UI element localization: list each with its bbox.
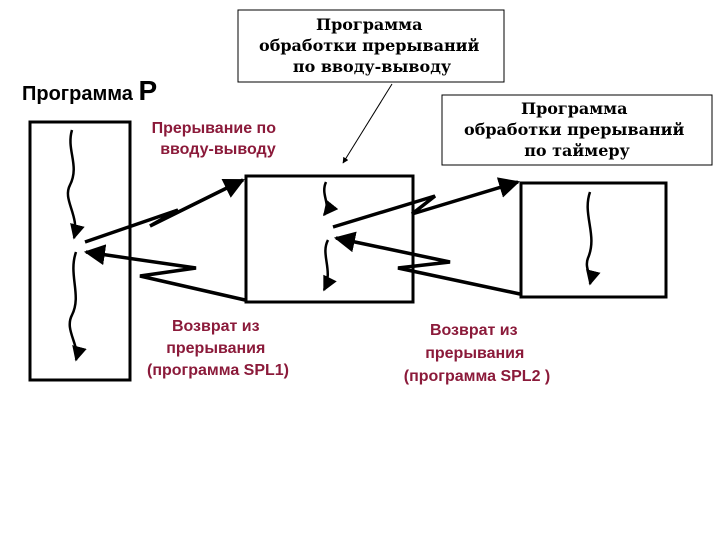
- io-interrupt-label: Прерывание по вводу-выводу: [152, 120, 281, 158]
- io-handler-label-box: [237, 9, 505, 83]
- return-spl1-line-2: прерывания: [166, 340, 265, 357]
- timer-interrupt-arrow: [332, 177, 521, 229]
- return-spl2-line-3: (программа SPL2 ): [404, 368, 550, 385]
- io-interrupt-line-1: Прерывание по: [152, 120, 277, 137]
- return-spl2-label: Возврат из прерывания (программа SPL2 ): [404, 322, 550, 385]
- timer-handler-line-3: по таймеру: [524, 141, 630, 160]
- return-spl2-line-2: прерывания: [425, 345, 524, 362]
- program-p-flow-lower: [68, 251, 87, 362]
- io-interrupt-line-2: вводу-выводу: [160, 141, 276, 158]
- io-handler-line-2: обработки прерываний: [259, 36, 480, 55]
- program-p-box: [28, 120, 132, 382]
- program-p-title: Программа P: [22, 75, 157, 106]
- return-spl1-arrow: [83, 244, 246, 302]
- return-spl1-label: Возврат из прерывания (программа SPL1): [147, 318, 289, 379]
- io-handler-box: [244, 174, 415, 304]
- timer-handler-line-2: обработки прерываний: [464, 120, 685, 139]
- return-spl1-line-3: (программа SPL1): [147, 362, 289, 379]
- timer-handler-flow: [585, 191, 601, 286]
- timer-handler-line-1: Программа: [521, 99, 628, 118]
- io-interrupt-arrow: [84, 178, 245, 244]
- return-spl1-line-1: Возврат из: [172, 318, 260, 335]
- io-handler-pointer-arrow: [342, 83, 393, 164]
- io-handler-flow-lower: [322, 239, 337, 292]
- program-p-flow-upper: [66, 129, 85, 240]
- timer-handler-box: [519, 181, 668, 299]
- return-spl2-arrow: [333, 231, 521, 296]
- return-spl2-line-1: Возврат из: [430, 322, 518, 339]
- io-handler-label-text: Программа обработки прерываний по вводу-…: [259, 15, 485, 76]
- timer-handler-label-text: Программа обработки прерываний по таймер…: [464, 99, 690, 160]
- timer-handler-label-box: [441, 94, 713, 166]
- io-handler-line-3: по вводу-выводу: [293, 57, 452, 76]
- program-p-prefix: Программа: [22, 83, 138, 105]
- program-p-letter: P: [138, 75, 157, 106]
- io-handler-flow-upper: [322, 181, 339, 217]
- io-handler-line-1: Программа: [316, 15, 423, 34]
